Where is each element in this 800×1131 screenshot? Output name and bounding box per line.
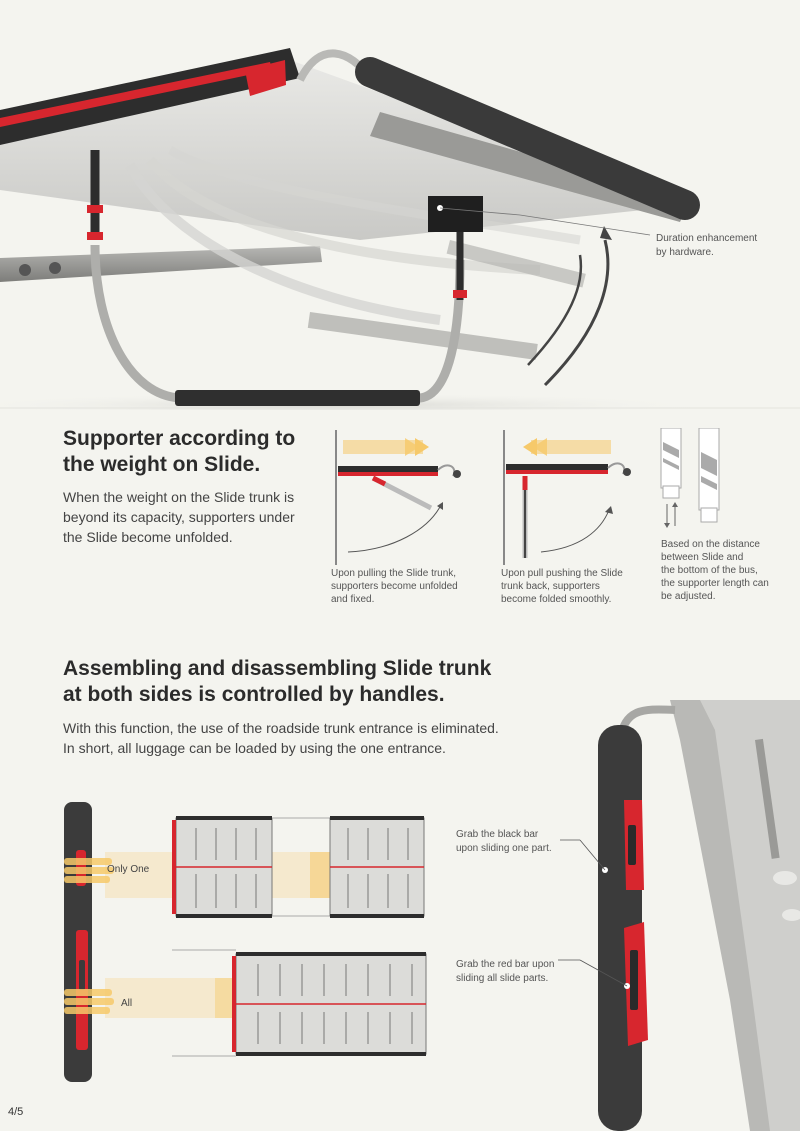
- section2-title: Assembling and disassembling Slide trunk…: [63, 656, 623, 708]
- section1-body-line2: beyond its capacity, supporters under: [63, 509, 295, 525]
- tray-diagram-all: [172, 946, 432, 1061]
- label-only-one: Only One: [107, 864, 150, 875]
- callout-leaders: [430, 820, 630, 1000]
- tray-diagram-split: [172, 812, 432, 922]
- diagram-pull: [333, 430, 473, 565]
- section2: Assembling and disassembling Slide trunk…: [63, 656, 623, 758]
- callout-black-bar: Grab the black bar upon sliding one part…: [456, 828, 552, 856]
- diagram-pull-caption: Upon pulling the Slide trunk, supporters…: [331, 567, 458, 606]
- diagram-push-caption-line1: Upon pull pushing the Slide: [501, 568, 623, 579]
- callout-black-bar-line2: upon sliding one part.: [456, 843, 552, 854]
- diagram-adjust-caption-line3: the bottom of the bus,: [661, 565, 758, 576]
- diagram-pull-caption-line2: supporters become unfolded: [331, 581, 458, 592]
- diagram-adjust-caption: Based on the distance between Slide and …: [661, 538, 769, 603]
- hero-callout-line2: by hardware.: [656, 247, 714, 258]
- diagram-adjust-caption-line5: be adjusted.: [661, 591, 716, 602]
- section2-body: With this function, the use of the roads…: [63, 718, 623, 758]
- section2-title-line2: at both sides is controlled by handles.: [63, 683, 445, 706]
- diagram-pull-caption-line1: Upon pulling the Slide trunk,: [331, 568, 457, 579]
- section1: Supporter according to the weight on Sli…: [63, 426, 333, 547]
- hero-callout-line1: Duration enhancement: [656, 233, 758, 244]
- hand-icon-one: [64, 854, 114, 890]
- section1-body-line3: the Slide become unfolded.: [63, 529, 233, 545]
- section2-body-line2: In short, all luggage can be loaded by u…: [63, 740, 446, 756]
- hero-callout: Duration enhancement by hardware.: [656, 232, 757, 260]
- diagram-adjust-caption-line1: Based on the distance: [661, 539, 760, 550]
- section1-title-line2: the weight on Slide.: [63, 453, 261, 476]
- diagram-push-caption-line3: become folded smoothly.: [501, 594, 612, 605]
- callout-red-bar-line2: sliding all slide parts.: [456, 973, 549, 984]
- section1-body: When the weight on the Slide trunk is be…: [63, 487, 333, 547]
- section2-body-line1: With this function, the use of the roads…: [63, 720, 499, 736]
- hero-render: [0, 0, 800, 410]
- section1-title-line1: Supporter according to: [63, 427, 296, 450]
- hand-icon-all: [64, 985, 114, 1021]
- callout-black-bar-line1: Grab the black bar: [456, 829, 539, 840]
- page-number: 4/5: [8, 1106, 24, 1118]
- section2-title-line1: Assembling and disassembling Slide trunk: [63, 657, 492, 680]
- label-all: All: [121, 998, 133, 1009]
- diagram-adjust: [655, 428, 735, 533]
- diagram-adjust-caption-line4: the supporter length can: [661, 578, 769, 589]
- diagram-pull-caption-line3: and fixed.: [331, 594, 375, 605]
- callout-red-bar-line1: Grab the red bar upon: [456, 959, 555, 970]
- diagram-adjust-caption-line2: between Slide and: [661, 552, 744, 563]
- section1-title: Supporter according to the weight on Sli…: [63, 426, 333, 478]
- diagram-push: [501, 430, 641, 565]
- diagram-push-caption-line2: trunk back, supporters: [501, 581, 600, 592]
- diagram-push-caption: Upon pull pushing the Slide trunk back, …: [501, 567, 623, 606]
- callout-red-bar: Grab the red bar upon sliding all slide …: [456, 958, 554, 986]
- handle-closeup-render: [580, 700, 800, 1131]
- section1-body-line1: When the weight on the Slide trunk is: [63, 489, 295, 505]
- handle-bar: [60, 800, 100, 1085]
